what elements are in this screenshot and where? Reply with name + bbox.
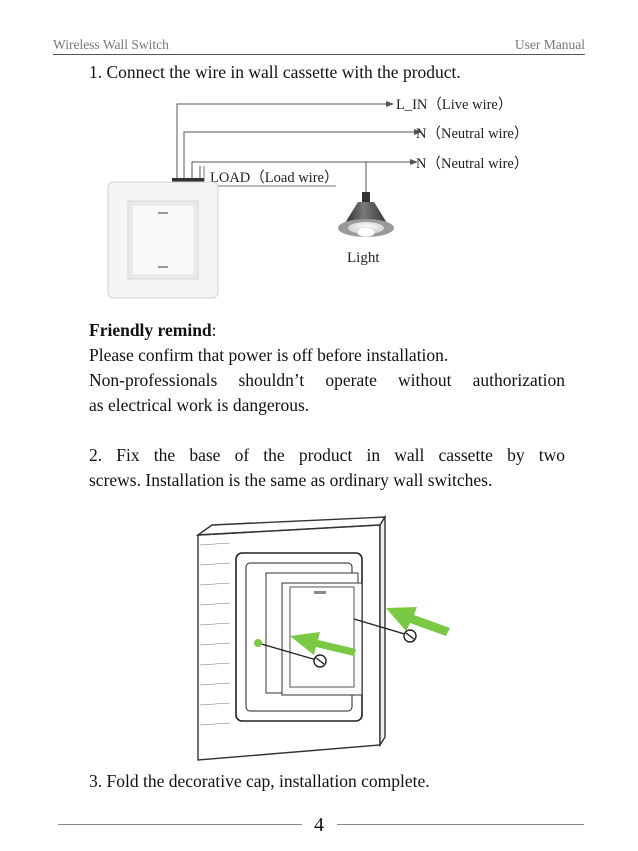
header-manual-label: User Manual	[514, 37, 585, 52]
footer-rule-left	[58, 824, 302, 825]
remind-title: Friendly remind	[89, 320, 212, 340]
load-wire-label: LOAD（Load wire）	[203, 166, 338, 187]
header-title: Wireless Wall Switch	[53, 37, 169, 52]
wire-arrowheads	[386, 101, 422, 165]
step-1-text: 1. Connect the wire in wall cassette wit…	[89, 62, 461, 82]
step-2-line-1: 2. Fix the base of the product in wall c…	[89, 445, 565, 465]
page-number: 4	[314, 814, 324, 836]
wall-switch-image	[107, 178, 219, 299]
label-neutral-wire-1: N（Neutral wire）	[416, 125, 528, 142]
remind-line-2: Non-professionals shouldn’t operate with…	[89, 370, 565, 390]
wires	[176, 103, 416, 194]
step-2-line-2: screws. Installation is the same as ordi…	[89, 470, 493, 490]
arrow-left	[290, 632, 356, 656]
light-bulb-image	[338, 192, 394, 238]
footer-rule-right	[337, 824, 584, 825]
remind-line-3: as electrical work is dangerous.	[89, 395, 310, 415]
switch-base	[265, 572, 363, 696]
label-live-wire: L_IN（Live wire）	[396, 96, 512, 113]
wiring-diagram: L_IN（Live wire） N（Neutral wire） N（Neutra…	[107, 96, 528, 299]
running-header: Wireless Wall Switch User Manual	[53, 36, 585, 55]
screw-left	[257, 642, 327, 668]
remind-line-1: Please confirm that power is off before …	[89, 345, 449, 365]
installation-illustration	[195, 515, 450, 761]
arrow-right	[386, 607, 450, 636]
svg-text:LOAD（Load wire）: LOAD（Load wire）	[210, 169, 338, 186]
label-light: Light	[347, 250, 380, 266]
remind-colon: :	[211, 320, 217, 340]
screw-right	[353, 618, 417, 643]
label-neutral-wire-2: N（Neutral wire）	[416, 155, 528, 172]
remind-heading: Friendly remind:	[89, 318, 565, 343]
step-3-text: 3. Fold the decorative cap, installation…	[89, 771, 430, 791]
